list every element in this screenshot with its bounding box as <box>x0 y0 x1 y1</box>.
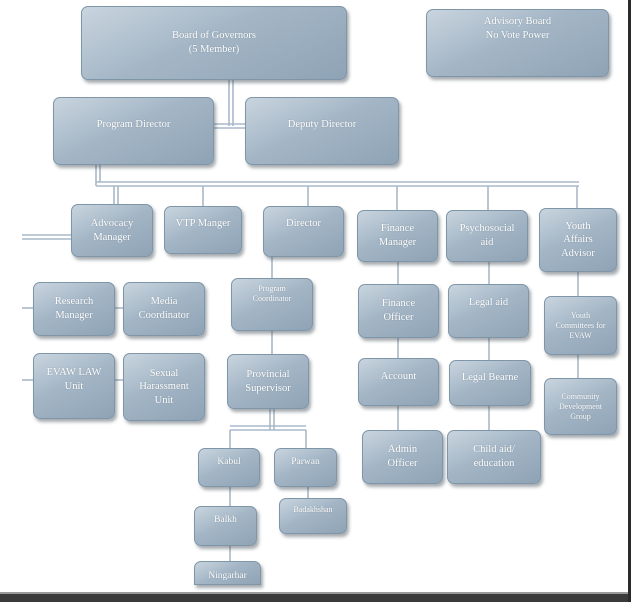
ningarhar-node: Ningarhar <box>194 561 261 585</box>
legal-bearne-label: Legal Bearne <box>461 372 519 383</box>
media-coordinator-node: Media Coordinator <box>123 282 205 336</box>
finance-officer-node: Finance Officer <box>358 284 439 338</box>
advocacy-manager-label: Advocacy Manager <box>90 217 134 243</box>
badakhshan-label: Badakhshan <box>293 505 333 514</box>
legal-aid-label: Legal aid <box>468 297 509 308</box>
finance-manager-label: Finance Manager <box>378 223 417 248</box>
youth-committees-label: Youth Committees for EVAW <box>555 310 606 340</box>
evaw-law-unit-node: EVAW LAW Unit <box>33 353 115 419</box>
program-director-node: Program Director <box>53 97 214 165</box>
page-edge-line <box>0 592 631 594</box>
parwan-node: Parwan <box>274 448 337 487</box>
research-manager-node: Research Manager <box>33 282 115 336</box>
deputy-director-label: Deputy Director <box>287 119 357 130</box>
community-development-label: Community Development Group <box>558 391 603 421</box>
provincial-supervisor-node: Provincial Supervisor <box>227 354 309 409</box>
child-aid-education-label: Child aid/ education <box>473 444 515 469</box>
kabul-node: Kabul <box>198 448 260 487</box>
psychosocial-aid-label: Psychosocial aid <box>459 223 515 248</box>
youth-affairs-advisor-node: Youth Affairs Advisor <box>539 208 617 272</box>
program-coordinator-node: Program Coordinator <box>231 278 313 331</box>
page-right-edge <box>628 0 631 602</box>
admin-officer-node: Admin Officer <box>362 430 443 484</box>
legal-bearne-node: Legal Bearne <box>449 360 531 406</box>
sexual-harassment-unit-node: Sexual Harassment Unit <box>123 353 205 421</box>
kabul-label: Kabul <box>217 457 241 467</box>
finance-officer-label: Finance Officer <box>381 298 416 323</box>
account-node: Account <box>358 358 439 406</box>
finance-manager-node: Finance Manager <box>357 210 438 262</box>
deputy-director-node: Deputy Director <box>245 97 399 165</box>
ningarhar-label: Ningarhar <box>208 570 247 581</box>
board-of-governors-label: Board of Governors (5 Member) <box>172 30 256 55</box>
media-coordinator-label: Media Coordinator <box>138 296 190 321</box>
balkh-label: Balkh <box>214 515 237 525</box>
youth-committees-node: Youth Committees for EVAW <box>544 296 617 355</box>
vtp-manager-node: VTP Manger <box>164 206 242 254</box>
legal-aid-node: Legal aid <box>448 284 529 338</box>
account-label: Account <box>380 371 417 382</box>
provincial-supervisor-label: Provincial Supervisor <box>245 368 291 394</box>
page-bottom-edge <box>0 594 631 602</box>
parwan-label: Parwan <box>291 457 320 467</box>
program-director-label: Program Director <box>96 119 171 130</box>
program-coordinator-label: Program Coordinator <box>252 284 292 303</box>
youth-affairs-advisor-label: Youth Affairs Advisor <box>561 220 595 259</box>
director-node: Director <box>263 206 344 257</box>
psychosocial-aid-node: Psychosocial aid <box>446 210 528 262</box>
evaw-law-unit-label: EVAW LAW Unit <box>46 367 102 392</box>
advisory-board-node: Advisory Board No Vote Power <box>426 9 609 77</box>
director-label: Director <box>286 218 321 229</box>
balkh-node: Balkh <box>194 506 257 546</box>
advocacy-manager-node: Advocacy Manager <box>71 204 153 257</box>
admin-officer-label: Admin Officer <box>387 444 418 469</box>
board-of-governors-node: Board of Governors (5 Member) <box>81 6 347 80</box>
child-aid-education-node: Child aid/ education <box>447 430 541 484</box>
badakhshan-node: Badakhshan <box>279 498 347 534</box>
advisory-board-label: Advisory Board No Vote Power <box>483 16 552 41</box>
research-manager-label: Research Manager <box>54 296 94 321</box>
vtp-manager-label: VTP Manger <box>175 218 231 229</box>
sexual-harassment-unit-label: Sexual Harassment Unit <box>139 367 189 406</box>
community-development-node: Community Development Group <box>544 378 617 435</box>
